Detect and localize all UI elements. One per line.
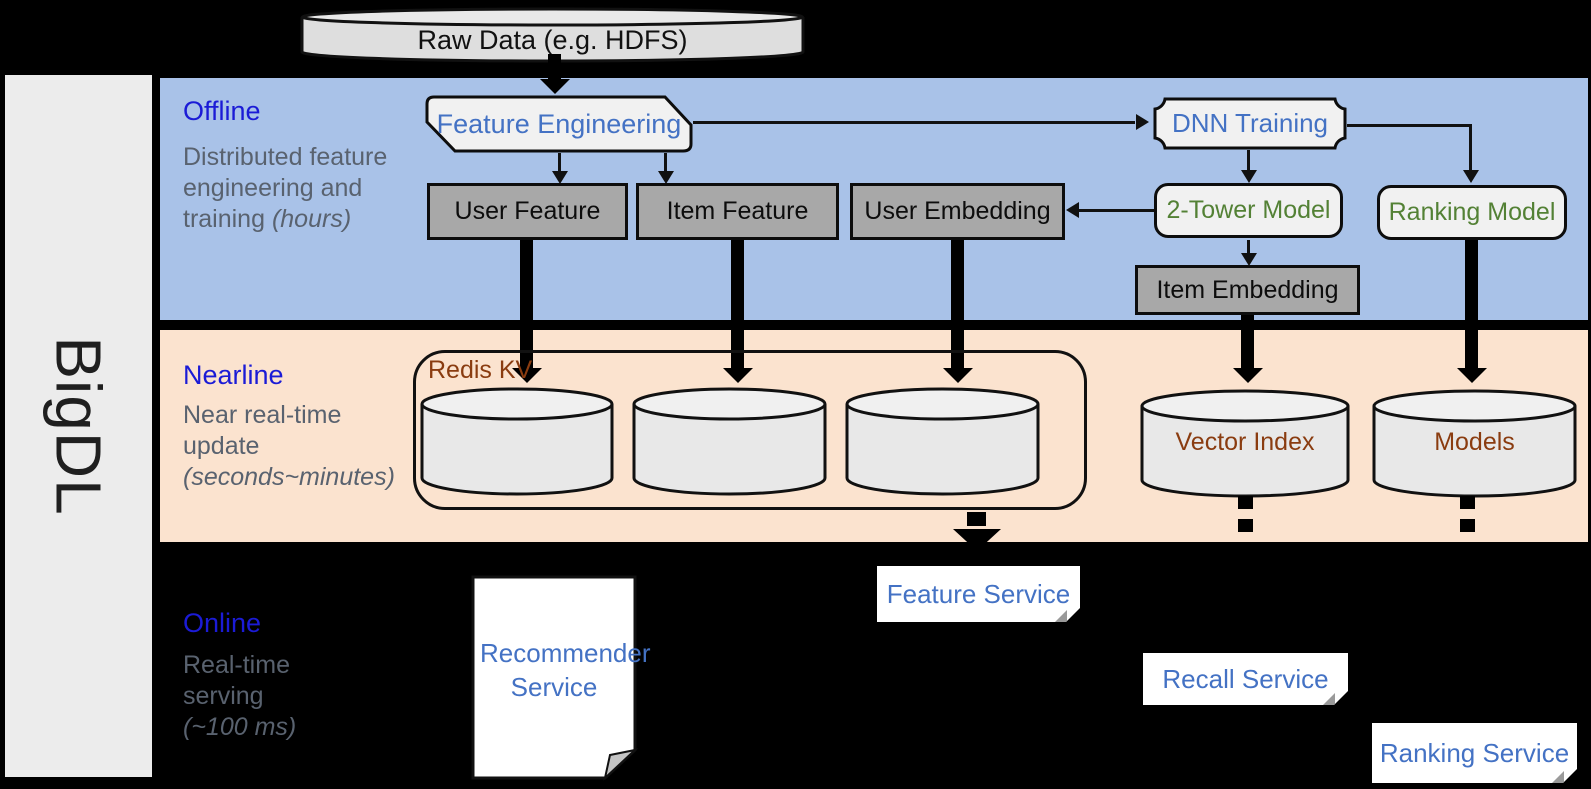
bigdl-brand-label: BigDL — [42, 336, 115, 516]
arrow-two-tower-to-user-embedding-head — [1066, 202, 1079, 218]
arrow-user-embedding-to-kv-head — [943, 368, 973, 383]
dashed-models-dot-1 — [1460, 496, 1475, 509]
redis-kv-container — [413, 350, 1087, 510]
feature-service-node: Feature Service — [877, 566, 1080, 622]
dashed-vector-index-dot-1 — [1238, 496, 1253, 509]
arrow-fe-to-user-feature-head — [552, 171, 568, 184]
recall-service-node: Recall Service — [1143, 653, 1348, 705]
recommender-service-node: Recommender Service — [470, 574, 651, 781]
nearline-desc-note: (seconds~minutes) — [183, 463, 395, 491]
arrow-ranking-model-to-models-head — [1457, 368, 1487, 383]
two-tower-model-node: 2-Tower Model — [1154, 183, 1343, 238]
dashed-kv-to-feature-service-dot — [967, 512, 986, 526]
feature-engineering-node: Feature Engineering — [425, 95, 693, 153]
feature-service-label: Feature Service — [886, 578, 1071, 609]
offline-desc-text: Distributed feature engineering and trai… — [183, 143, 388, 233]
user-embedding-node: User Embedding — [850, 183, 1065, 240]
recommender-service-label: Recommender Service — [480, 638, 651, 702]
models-label: Models — [1434, 428, 1515, 456]
online-band-title: Online — [183, 608, 262, 638]
ranking-service-node: Ranking Service — [1372, 723, 1577, 783]
arrow-user-embedding-to-kv-body — [951, 240, 964, 368]
vector-index-label: Vector Index — [1175, 428, 1315, 456]
offline-desc-note: (hours) — [271, 205, 352, 233]
arrow-dnn-to-two-tower-head — [1241, 170, 1257, 183]
item-feature-node: Item Feature — [636, 183, 839, 240]
ranking-service-label: Ranking Service — [1379, 737, 1570, 768]
ranking-model-node: Ranking Model — [1377, 185, 1567, 240]
item-embedding-node: Item Embedding — [1135, 265, 1360, 315]
models-cylinder: Models — [1372, 388, 1577, 505]
offline-band-title: Offline — [183, 96, 261, 126]
dashed-vector-index-dot-2 — [1238, 519, 1253, 532]
kv-cylinder-3 — [845, 386, 1040, 503]
kv-cylinder-1 — [420, 386, 614, 503]
nearline-desc-text: Near real-time update — [183, 401, 342, 460]
redis-kv-label: Redis KV — [428, 356, 533, 384]
arrow-two-tower-to-item-embedding-line — [1247, 240, 1250, 255]
arrow-user-feature-to-kv-body — [520, 240, 533, 368]
nearline-band-title: Nearline — [183, 360, 284, 390]
offline-band-description: Distributed feature engineering and trai… — [183, 142, 395, 235]
arrow-item-feature-to-kv-head — [723, 368, 753, 383]
online-desc-note: (~100 ms) — [183, 713, 297, 741]
arrow-raw-data-to-fe-body — [548, 54, 561, 79]
arrow-dnn-to-ranking-head — [1463, 170, 1479, 183]
folded-corner-icon — [1055, 610, 1067, 622]
folded-corner-icon — [1552, 771, 1564, 783]
online-band-description: Real-time serving (~100 ms) — [183, 650, 333, 743]
vector-index-cylinder: Vector Index — [1140, 388, 1350, 505]
arrow-fe-to-item-feature-line — [664, 153, 667, 173]
arrow-fe-to-item-feature-head — [658, 171, 674, 184]
raw-data-cylinder: Raw Data (e.g. HDFS) — [300, 6, 805, 64]
arrow-two-tower-to-user-embedding-line — [1079, 209, 1154, 212]
user-feature-node: User Feature — [427, 183, 628, 240]
dashed-models-dot-2 — [1460, 519, 1475, 532]
raw-data-label: Raw Data (e.g. HDFS) — [417, 24, 688, 55]
arrow-item-feature-to-kv-body — [731, 240, 744, 368]
folded-page-shape — [471, 575, 639, 781]
arrow-dnn-to-ranking-vline — [1469, 124, 1472, 172]
arrow-raw-data-to-fe-head — [540, 79, 570, 94]
plaque-shape — [1153, 97, 1347, 150]
bigdl-brand-strip: BigDL — [5, 75, 152, 777]
arrow-two-tower-to-item-embedding-head — [1241, 253, 1257, 266]
arrow-dnn-to-ranking-hline — [1347, 124, 1471, 127]
arrow-fe-to-user-feature-line — [558, 153, 561, 173]
online-desc-text: Real-time serving — [183, 651, 290, 710]
arrow-dnn-to-two-tower-line — [1247, 150, 1250, 172]
dnn-training-label: DNN Training — [1171, 108, 1329, 138]
feature-engineering-label: Feature Engineering — [436, 108, 682, 139]
arrow-fe-to-dnn-line — [693, 121, 1135, 124]
cylinder-shape — [300, 7, 805, 63]
arrow-user-feature-to-kv-head — [512, 368, 542, 383]
dnn-training-node: DNN Training — [1153, 97, 1347, 150]
folded-corner-icon — [1323, 693, 1335, 705]
arrow-ranking-model-to-models-body — [1465, 240, 1478, 368]
snip-corner-shape — [425, 95, 693, 153]
arrow-fe-to-dnn-head — [1136, 114, 1149, 130]
recall-service-label: Recall Service — [1162, 663, 1329, 694]
nearline-band-description: Near real-time update (seconds~minutes) — [183, 400, 395, 493]
arrow-item-embedding-to-vector-index-head — [1233, 368, 1263, 383]
arrow-item-embedding-to-vector-index-body — [1241, 315, 1254, 368]
kv-cylinder-2 — [632, 386, 827, 503]
